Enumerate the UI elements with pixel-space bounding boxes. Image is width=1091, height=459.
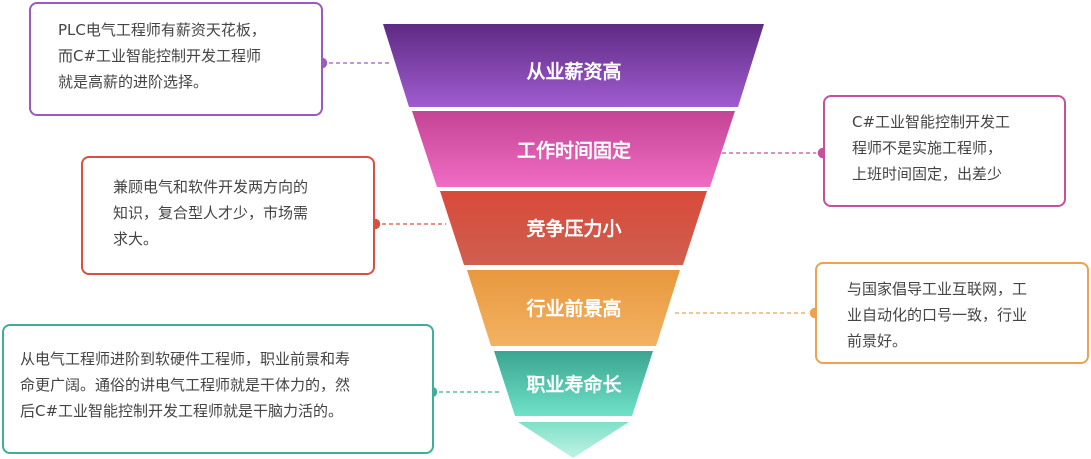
callout-career-longevity-line: 命更广阔。通俗的讲电气工程师就是干体力的，然 — [20, 376, 351, 394]
funnel-level-4-label: 行业前景高 — [525, 297, 621, 320]
callout-industry-outlook: 与国家倡导工业互联网，工 业自动化的口号一致，行业 前景好。 — [815, 262, 1089, 364]
callout-career-longevity-line: 后C#工业智能控制开发工程师就是干脑力活的。 — [20, 402, 344, 420]
funnel-level-1 — [383, 24, 764, 107]
callout-career-longevity-line: 从电气工程师进阶到软硬件工程师，职业前景和寿 — [20, 350, 351, 368]
callout-career-longevity: 从电气工程师进阶到软硬件工程师，职业前景和寿 命更广阔。通俗的讲电气工程师就是干… — [2, 324, 434, 454]
funnel-tip — [518, 422, 629, 458]
funnel-level-1-label: 从业薪资高 — [526, 60, 621, 83]
funnel-level-4 — [467, 270, 680, 346]
callout-low-competition-line: 兼顾电气和软件开发两方向的 — [113, 178, 309, 196]
funnel-level-2-label: 工作时间固定 — [517, 139, 631, 162]
callout-fixed-hours-line: 上班时间固定，出差少 — [852, 165, 1003, 183]
funnel-level-3 — [440, 191, 707, 265]
funnel-level-2 — [412, 111, 735, 187]
callout-salary: PLC电气工程师有薪资天花板， 而C#工业智能控制开发工程师 就是高薪的进阶选择… — [29, 2, 323, 116]
callout-low-competition-line: 知识，复合型人才少，市场需 — [113, 204, 309, 222]
funnel-level-3-label: 竞争压力小 — [526, 217, 621, 240]
callout-salary-line: 就是高薪的进阶选择。 — [58, 73, 209, 91]
callout-industry-outlook-line: 业自动化的口号一致，行业 — [847, 306, 1028, 324]
callout-industry-outlook-line: 前景好。 — [847, 332, 908, 350]
callout-salary-line: PLC电气工程师有薪资天花板， — [58, 21, 266, 39]
callout-low-competition: 兼顾电气和软件开发两方向的 知识，复合型人才少，市场需 求大。 — [81, 156, 375, 275]
callout-industry-outlook-line: 与国家倡导工业互联网，工 — [847, 280, 1028, 298]
callout-fixed-hours-line: C#工业智能控制开发工 — [852, 113, 1011, 131]
funnel-level-5-label: 职业寿命长 — [526, 373, 622, 396]
callout-salary-line: 而C#工业智能控制开发工程师 — [58, 47, 262, 65]
funnel-level-5 — [494, 351, 653, 416]
callout-fixed-hours-line: 程师不是实施工程师， — [852, 139, 1003, 157]
callout-fixed-hours: C#工业智能控制开发工 程师不是实施工程师， 上班时间固定，出差少 — [823, 95, 1066, 207]
callout-low-competition-line: 求大。 — [113, 230, 159, 248]
